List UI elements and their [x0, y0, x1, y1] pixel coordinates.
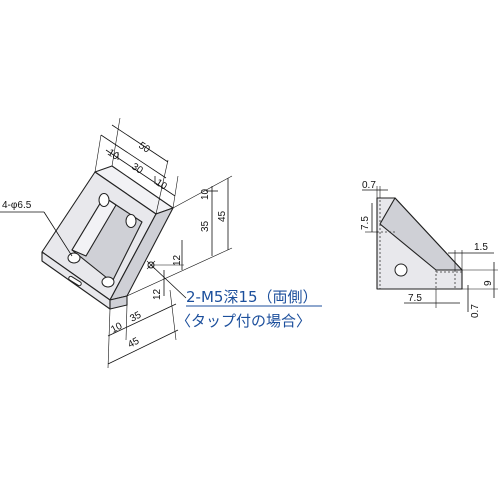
dim-tap-offset-b: 12: [152, 288, 163, 300]
mount-hole-upper-right: [125, 214, 137, 228]
iso-top-dimensions: [94, 117, 179, 215]
side-dim-right-height: 9: [483, 280, 494, 286]
mount-hole-upper-left: [98, 193, 110, 207]
side-hole: [394, 263, 408, 277]
dim-left-margin: 10: [105, 147, 121, 163]
hole-callout-label: 4-φ6.5: [2, 200, 32, 211]
iso-bracket: [41, 165, 174, 310]
dim-bottom-pitch: 35: [128, 310, 143, 325]
tap-note-line1: 2-M5深15（両側）: [186, 288, 318, 306]
dim-bottom-overall: 45: [126, 336, 141, 351]
mount-hole-lower-left: [67, 252, 81, 264]
side-dim-bottom-thickness: 0.7: [470, 304, 481, 318]
side-dim-right-step: 1.5: [474, 242, 488, 253]
iso-tap-dimensions: [151, 240, 184, 296]
side-dim-bottom-offset: 7.5: [408, 293, 422, 304]
dim-top-offset: 10: [200, 188, 211, 200]
side-bracket: [376, 197, 463, 290]
dim-tap-offset-a: 12: [172, 254, 183, 266]
dim-bottom-margin: 10: [109, 321, 124, 336]
dim-height-holes: 35: [200, 220, 211, 232]
tap-note-line2: 〈タップ付の場合〉: [176, 312, 311, 330]
dim-overall-height: 45: [217, 210, 228, 222]
side-dim-top-thickness: 0.7: [362, 180, 376, 191]
iso-right-dimensions: [126, 175, 233, 297]
mount-hole-lower-right: [101, 276, 115, 288]
slot-mark: [68, 275, 82, 287]
tap-note-leader: [150, 264, 187, 299]
side-dimensions: [362, 186, 498, 312]
side-dim-top-offset: 7.5: [360, 216, 371, 230]
iso-bottom-dimensions: [107, 289, 179, 369]
bracket-gusset: [71, 196, 117, 257]
